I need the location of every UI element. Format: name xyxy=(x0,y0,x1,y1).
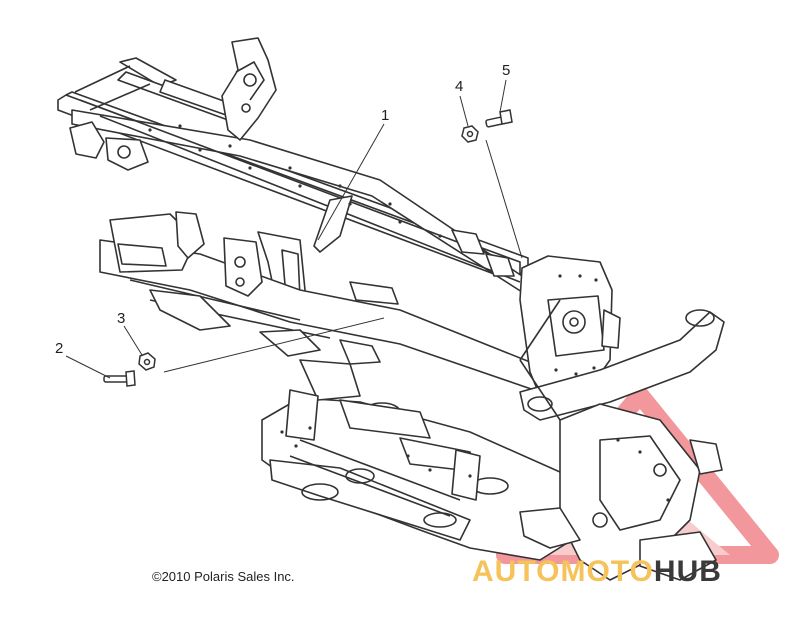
callout-5: 5 xyxy=(502,62,511,79)
callout-4: 4 xyxy=(455,78,464,95)
bolt-part-5-icon xyxy=(485,109,513,128)
nut-part-3-icon xyxy=(138,352,156,371)
callout-1: 1 xyxy=(381,107,390,124)
watermark-text-part-b: HUB xyxy=(653,555,722,588)
callout-2: 2 xyxy=(55,340,64,357)
lower-frame-rail xyxy=(99,211,541,393)
watermark-text: AUTOMOTOHUB xyxy=(472,555,722,589)
upper-frame-rail xyxy=(57,37,529,305)
leader-lines xyxy=(65,79,523,379)
front-bulkhead xyxy=(519,255,725,581)
nut-part-4-icon xyxy=(461,125,479,143)
bolt-part-2-icon xyxy=(103,370,136,387)
watermark-text-part-a: AUTOMOTO xyxy=(472,555,654,588)
copyright-text: ©2010 Polaris Sales Inc. xyxy=(152,569,295,584)
callout-3: 3 xyxy=(117,310,126,327)
